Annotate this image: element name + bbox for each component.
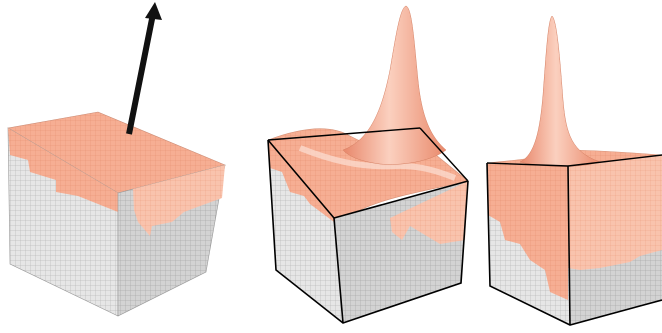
cube-left-highlight <box>8 128 118 212</box>
surface-peak <box>342 5 447 165</box>
arrow-head-icon <box>145 2 162 20</box>
panel-peak-cube-1 <box>267 5 469 324</box>
cube-right-highlight <box>133 165 225 236</box>
cube-outline-back <box>267 127 421 141</box>
surface-ripple <box>298 145 457 181</box>
cube-right-highlight <box>390 181 468 244</box>
cube-outline-edge <box>567 165 571 326</box>
surface-peak <box>519 15 601 167</box>
panel-peak-cube-2 <box>486 15 662 326</box>
cube-left-face <box>268 140 343 323</box>
cube-outline-back-right <box>419 127 469 182</box>
direction-arrow <box>126 13 156 135</box>
cube-left-highlight <box>487 163 568 300</box>
panel-arrow-cube <box>7 2 226 317</box>
cube-outline <box>486 162 662 326</box>
cube-outline-top <box>486 154 662 167</box>
cube-outline-edge <box>333 217 344 324</box>
cube-right-highlight <box>568 155 662 270</box>
